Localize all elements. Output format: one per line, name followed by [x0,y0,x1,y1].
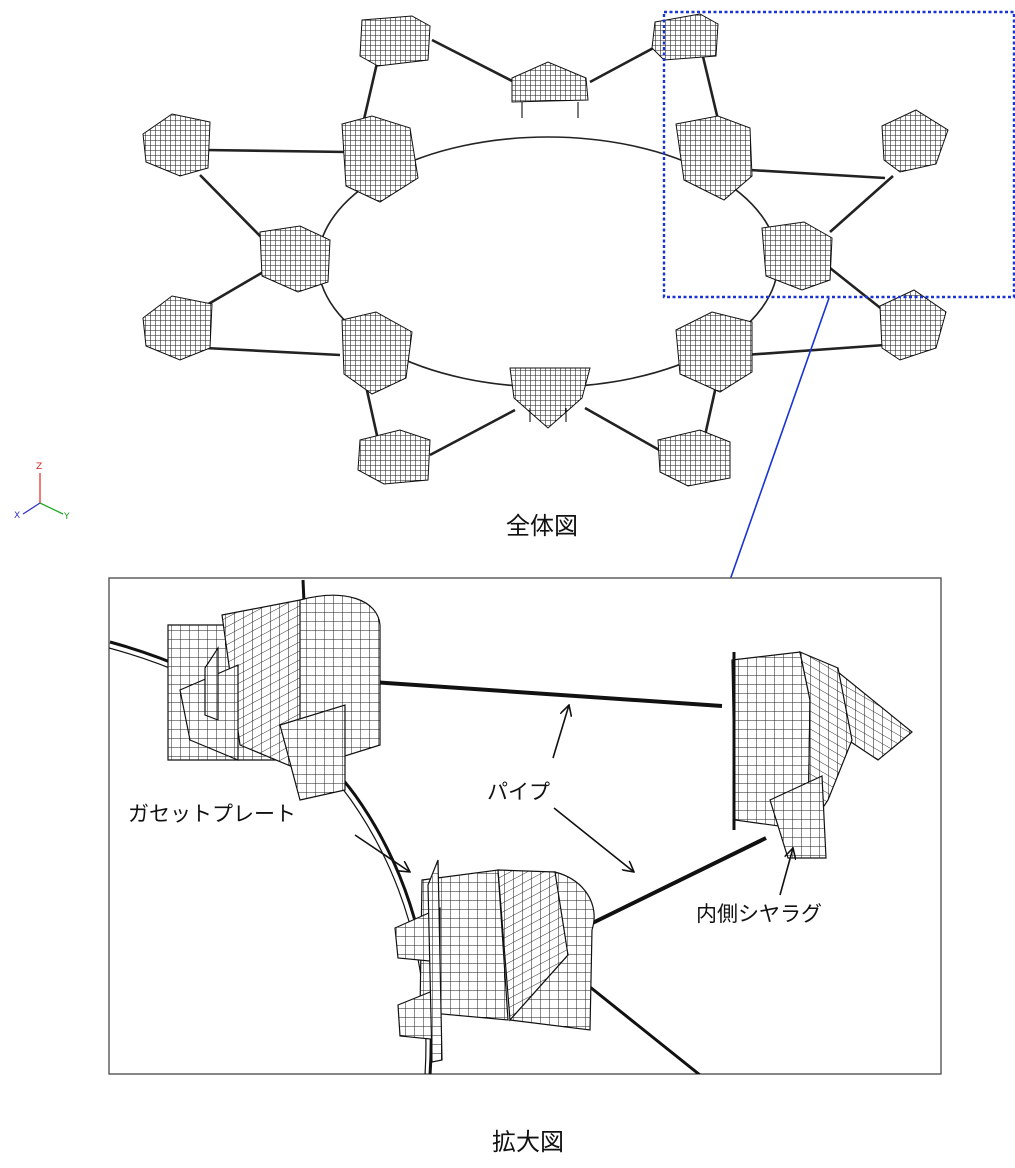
outer-lugs [142,13,949,487]
pipe-label: パイプ [487,780,550,804]
detail-pipes [301,579,767,1074]
shear-lug-arrow [779,848,793,896]
inner-lug-upper [167,594,381,801]
annotation-arrows [354,705,793,896]
overview-pipes [199,36,894,457]
detail-region-box [662,10,1015,299]
axis-triad [22,473,64,515]
axis-z-label: Z [36,462,43,472]
detail-leader-line [729,297,830,581]
gusset-plate-arrow [354,834,410,872]
overview-caption: 全体図 [506,512,578,540]
pipe-arrow-lower [553,807,634,872]
enlarged-caption: 拡大図 [492,1128,564,1156]
detail-diagram [109,579,913,1074]
overview-diagram [142,10,1015,581]
axis-y-label: Y [64,512,70,522]
axis-x-label: X [14,511,21,521]
inner-lugs [259,61,833,429]
inner-shear-lug-label: 内側シヤラグ [696,902,822,926]
gusset-plate-label: ガセットプレート [128,802,296,826]
outer-lug [731,651,913,859]
inner-lug-lower [394,859,595,1063]
pipe-arrow-upper [552,705,569,759]
